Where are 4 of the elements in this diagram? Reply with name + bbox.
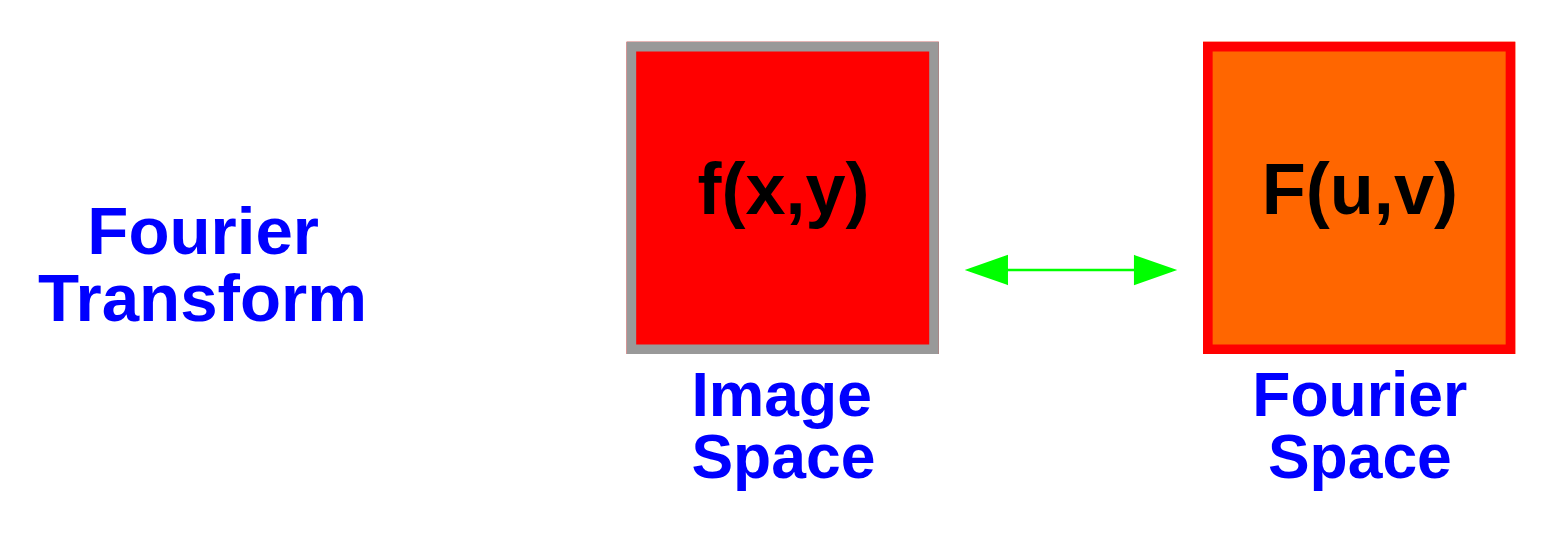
label: Fourier Transform [37, 193, 367, 336]
arrow [964, 254, 1177, 286]
node-label: Fourier Space [1251, 359, 1467, 492]
node-label: Image Space [690, 359, 875, 492]
